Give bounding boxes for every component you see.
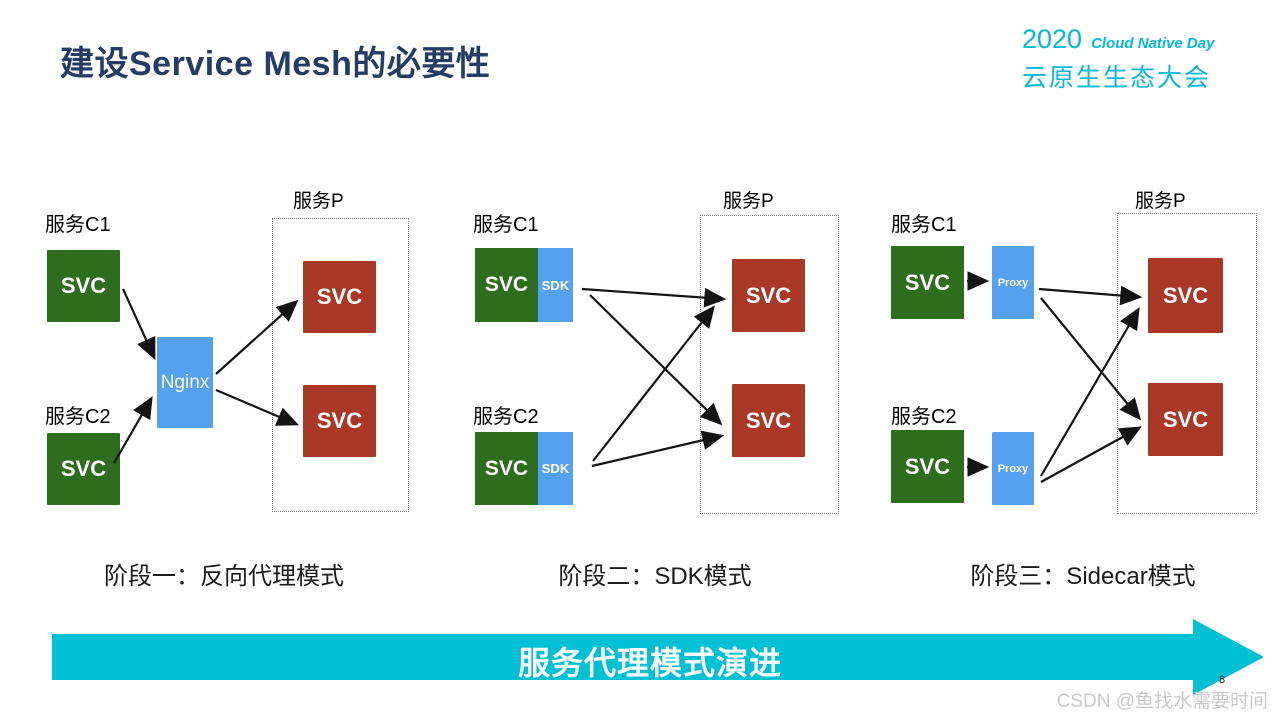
- logo-top-line: 2020 Cloud Native Day: [1022, 24, 1214, 55]
- d1-nginx-box: Nginx: [157, 337, 213, 428]
- d3-server2-svc-box: SVC: [1148, 383, 1223, 456]
- d2-client1-svc-box: SVC: [475, 248, 538, 322]
- logo-tagline: Cloud Native Day: [1091, 35, 1215, 52]
- d3-client2-proxy-box: Proxy: [992, 432, 1034, 505]
- d3-server1-svc-box: SVC: [1148, 258, 1223, 333]
- d2-server2-svc-box: SVC: [732, 384, 805, 457]
- d2-client1-label: 服务C1: [473, 214, 539, 236]
- d2-client2-sdk-box: SDK: [538, 432, 573, 505]
- d3-client2-label: 服务C2: [891, 406, 957, 428]
- d1-client2-label: 服务C2: [45, 406, 111, 428]
- logo-event-name: 云原生生态大会: [1022, 64, 1212, 92]
- logo-year: 2020: [1022, 24, 1083, 54]
- d2-client1-combo-box: SVC SDK: [475, 248, 573, 322]
- d1-client2-svc-box: SVC: [47, 433, 120, 505]
- d1-serverp-label: 服务P: [293, 191, 344, 212]
- slide-title: 建设Service Mesh的必要性: [60, 45, 491, 83]
- d2-client2-label: 服务C2: [473, 406, 539, 428]
- watermark: CSDN @鱼找水需要时间: [1056, 691, 1268, 712]
- d2-serverp-label: 服务P: [723, 191, 774, 212]
- d3-client1-label: 服务C1: [891, 214, 957, 236]
- page-number: 8: [1219, 674, 1226, 686]
- d1-server1-svc-box: SVC: [303, 261, 376, 333]
- d2-client2-svc-box: SVC: [475, 432, 538, 505]
- d3-client2-svc-box: SVC: [891, 430, 964, 503]
- d2-client2-combo-box: SVC SDK: [475, 432, 573, 505]
- d3-client1-proxy-box: Proxy: [992, 246, 1034, 319]
- stage1-caption: 阶段一：反向代理模式: [104, 563, 344, 590]
- d1-server2-svc-box: SVC: [303, 385, 376, 457]
- stage3-caption: 阶段三：Sidecar模式: [970, 563, 1196, 590]
- d1-client1-svc-box: SVC: [47, 250, 120, 322]
- d3-serverp-label: 服务P: [1135, 191, 1186, 212]
- d2-server1-svc-box: SVC: [732, 259, 805, 332]
- stage2-caption: 阶段二：SDK模式: [558, 563, 752, 590]
- d2-client1-sdk-box: SDK: [538, 248, 573, 322]
- d1-client1-label: 服务C1: [45, 214, 111, 236]
- event-logo: 2020 Cloud Native Day 云原生生态大会: [1022, 24, 1214, 94]
- evolution-arrow-label: 服务代理模式演进: [517, 645, 783, 681]
- d3-client1-svc-box: SVC: [891, 246, 964, 319]
